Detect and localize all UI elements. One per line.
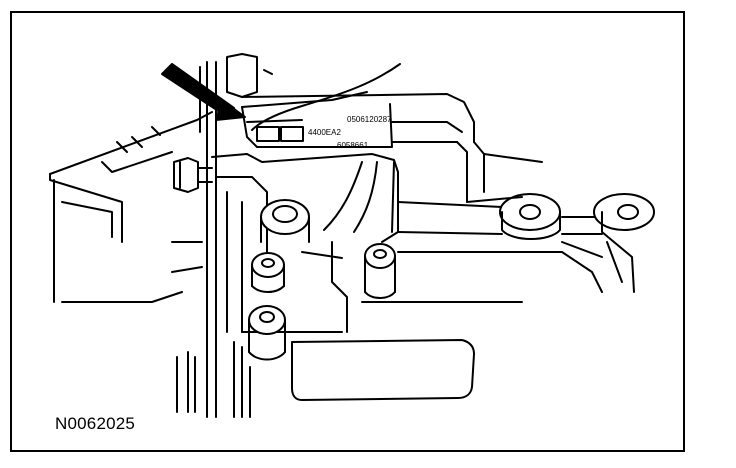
right-arm [397, 153, 655, 293]
pointer-arrow-icon [161, 63, 246, 121]
callout-line [251, 63, 401, 131]
housing-left-panel [49, 111, 213, 303]
lower-housing [171, 241, 603, 418]
bolt-head [173, 157, 213, 193]
part-code-3: 6058661 [337, 141, 369, 150]
bushing-right [364, 243, 396, 299]
bushing-left-lower [248, 305, 286, 361]
center-boss [260, 199, 310, 243]
label-tag: 0506120287 4400EA2 6058661 [241, 91, 393, 150]
mount-bracket [211, 153, 399, 333]
part-code-1: 0506120287 [347, 115, 392, 124]
figure-id-label: N0062025 [55, 414, 136, 433]
vertical-rib [187, 53, 273, 418]
bushing-left-upper [251, 252, 285, 293]
illustration-frame: 0506120287 4400EA2 6058661 [10, 11, 685, 452]
part-code-2: 4400EA2 [308, 128, 341, 137]
transmission-housing-drawing: 0506120287 4400EA2 6058661 [49, 53, 655, 418]
